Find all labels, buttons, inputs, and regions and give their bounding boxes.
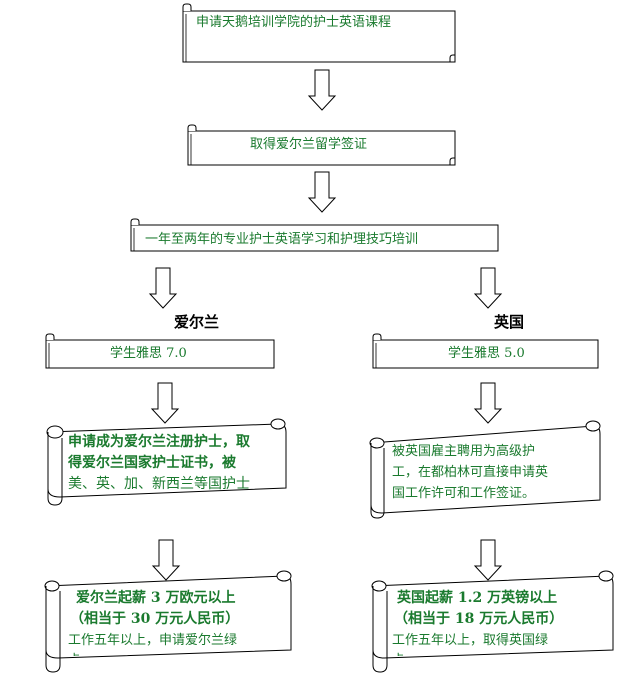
uk-heading: 英国 [494,313,524,331]
down-arrow-left-bottom [151,539,181,581]
ireland-ielts-scroll: 学生雅思 7.0 [45,333,275,369]
ireland-salary-scroll: 爱尔兰起薪 3 万欧元以上 （相当于 30 万元人民币） 工作五年以上，申请爱尔… [44,570,292,673]
down-arrow-right-mid [473,382,503,424]
step1-scroll: 申请天鹅培训学院的护士英语课程 [182,3,456,63]
uk-employment-line3: 国工作许可和工作签证。 [392,485,535,501]
step2-scroll: 取得爱尔兰留学签证 [187,124,456,166]
down-arrow-1 [307,69,337,111]
down-arrow-left-mid [150,382,180,424]
uk-salary-line3: 工作五年以上，取得英国绿 [392,632,548,648]
uk-ielts-label: 学生雅思 5.0 [448,345,525,361]
uk-employment-scroll: 被英国雇主聘用为高级护 工，在都柏林可直接申请英 国工作许可和工作签证。 [369,420,601,519]
ireland-registration-scroll: 申请成为爱尔兰注册护士，取 得爱尔兰国家护士证书，被 美、英、加、新西兰等国护士 [46,418,287,506]
ireland-salary-line3: 工作五年以上，申请爱尔兰绿 [68,633,237,648]
uk-employment-line1: 被英国雇主聘用为高级护 [392,443,535,459]
uk-ielts-scroll: 学生雅思 5.0 [372,333,599,369]
step3-scroll: 一年至两年的专业护士英语学习和护理技巧培训 [130,218,499,252]
uk-salary-line1: 英国起薪 1.2 万英镑以上 [396,589,557,606]
down-arrow-right-branch [473,267,503,309]
step3-label: 一年至两年的专业护士英语学习和护理技巧培训 [145,231,418,247]
uk-salary-scroll: 英国起薪 1.2 万英镑以上 （相当于 18 万元人民币） 工作五年以上，取得英… [371,570,614,673]
ireland-registration-line3: 美、英、加、新西兰等国护士 [68,475,250,492]
down-arrow-left-branch [148,267,178,309]
ireland-salary-line4: 卡 [68,653,81,668]
down-arrow-2 [307,171,337,213]
ireland-registration-line2: 得爱尔兰国家护士证书，被 [67,454,237,471]
uk-salary-line2: （相当于 18 万元人民币） [394,610,563,627]
ireland-heading: 爱尔兰 [174,313,219,331]
step1-label: 申请天鹅培训学院的护士英语课程 [196,14,391,30]
uk-employment-line2: 工，在都柏林可直接申请英 [392,464,548,480]
step2-label: 取得爱尔兰留学签证 [250,136,367,152]
ireland-ielts-label: 学生雅思 7.0 [110,345,187,361]
ireland-salary-line1: 爱尔兰起薪 3 万欧元以上 [76,589,236,606]
ireland-salary-line2: （相当于 30 万元人民币） [70,610,239,627]
ireland-registration-line1: 申请成为爱尔兰注册护士，取 [68,433,251,450]
down-arrow-right-bottom [473,539,503,581]
uk-salary-line4: 卡 [392,653,405,668]
